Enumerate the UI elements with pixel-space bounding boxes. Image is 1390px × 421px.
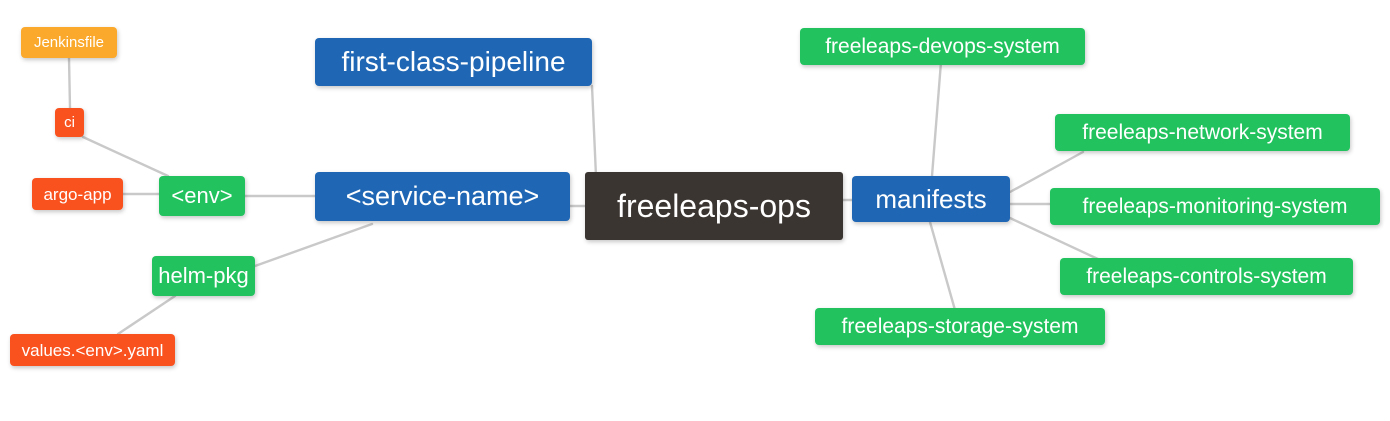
edge-ci-jenkinsfile — [67, 56, 72, 110]
node-argo-app[interactable]: argo-app — [32, 178, 123, 210]
edge-manifests-devops-system — [930, 60, 943, 178]
edge-service-name-helm-pkg — [253, 222, 374, 268]
edge-manifests-storage-system — [928, 220, 957, 312]
edge-helm-pkg-values-yaml — [116, 294, 177, 336]
node-values-env-yaml[interactable]: values.<env>.yaml — [10, 334, 175, 366]
edge-root-first-class-pipeline — [590, 84, 598, 178]
node-freeleaps-controls-system[interactable]: freeleaps-controls-system — [1060, 258, 1353, 295]
node-jenkinsfile[interactable]: Jenkinsfile — [21, 27, 117, 58]
node-ci[interactable]: ci — [55, 108, 84, 137]
node-first-class-pipeline[interactable]: first-class-pipeline — [315, 38, 592, 86]
edge-env-ci — [81, 135, 170, 178]
node-freeleaps-devops-system[interactable]: freeleaps-devops-system — [800, 28, 1085, 65]
node-service-name[interactable]: <service-name> — [315, 172, 570, 221]
node-manifests[interactable]: manifests — [852, 176, 1010, 222]
node-freeleaps-storage-system[interactable]: freeleaps-storage-system — [815, 308, 1105, 345]
node-env[interactable]: <env> — [159, 176, 245, 216]
node-freeleaps-monitoring-system[interactable]: freeleaps-monitoring-system — [1050, 188, 1380, 225]
node-freeleaps-ops[interactable]: freeleaps-ops — [585, 172, 843, 240]
edge-manifests-network-system — [1008, 150, 1085, 194]
node-freeleaps-network-system[interactable]: freeleaps-network-system — [1055, 114, 1350, 151]
node-helm-pkg[interactable]: helm-pkg — [152, 256, 255, 296]
